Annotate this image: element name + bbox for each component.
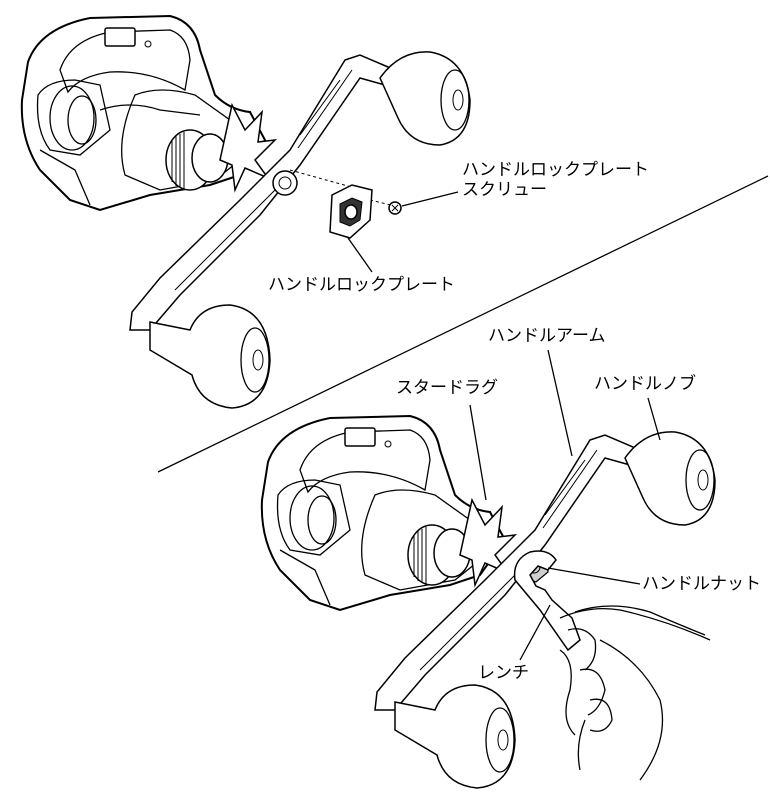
wrench-part xyxy=(513,550,581,652)
section-divider xyxy=(157,175,769,473)
handle-knob-part xyxy=(624,431,716,526)
lock-plate-screw-label-line1: ハンドルロックプレート xyxy=(462,160,649,180)
top-reel xyxy=(20,14,471,409)
bottom-reel xyxy=(260,349,716,789)
lock-plate-label: ハンドルロックプレート xyxy=(268,275,455,295)
wrench-label: レンチ xyxy=(478,663,529,683)
handle-nut-label: ハンドルナット xyxy=(642,574,761,594)
lock-plate-screw-label-line2: スクリュー xyxy=(462,180,547,200)
handle-knob-label: ハンドルノブ xyxy=(594,374,696,394)
handle-arm-label: ハンドルアーム xyxy=(488,326,606,346)
star-drag-label: スタードラグ xyxy=(396,378,498,398)
lock-plate-screw-part xyxy=(388,201,402,215)
